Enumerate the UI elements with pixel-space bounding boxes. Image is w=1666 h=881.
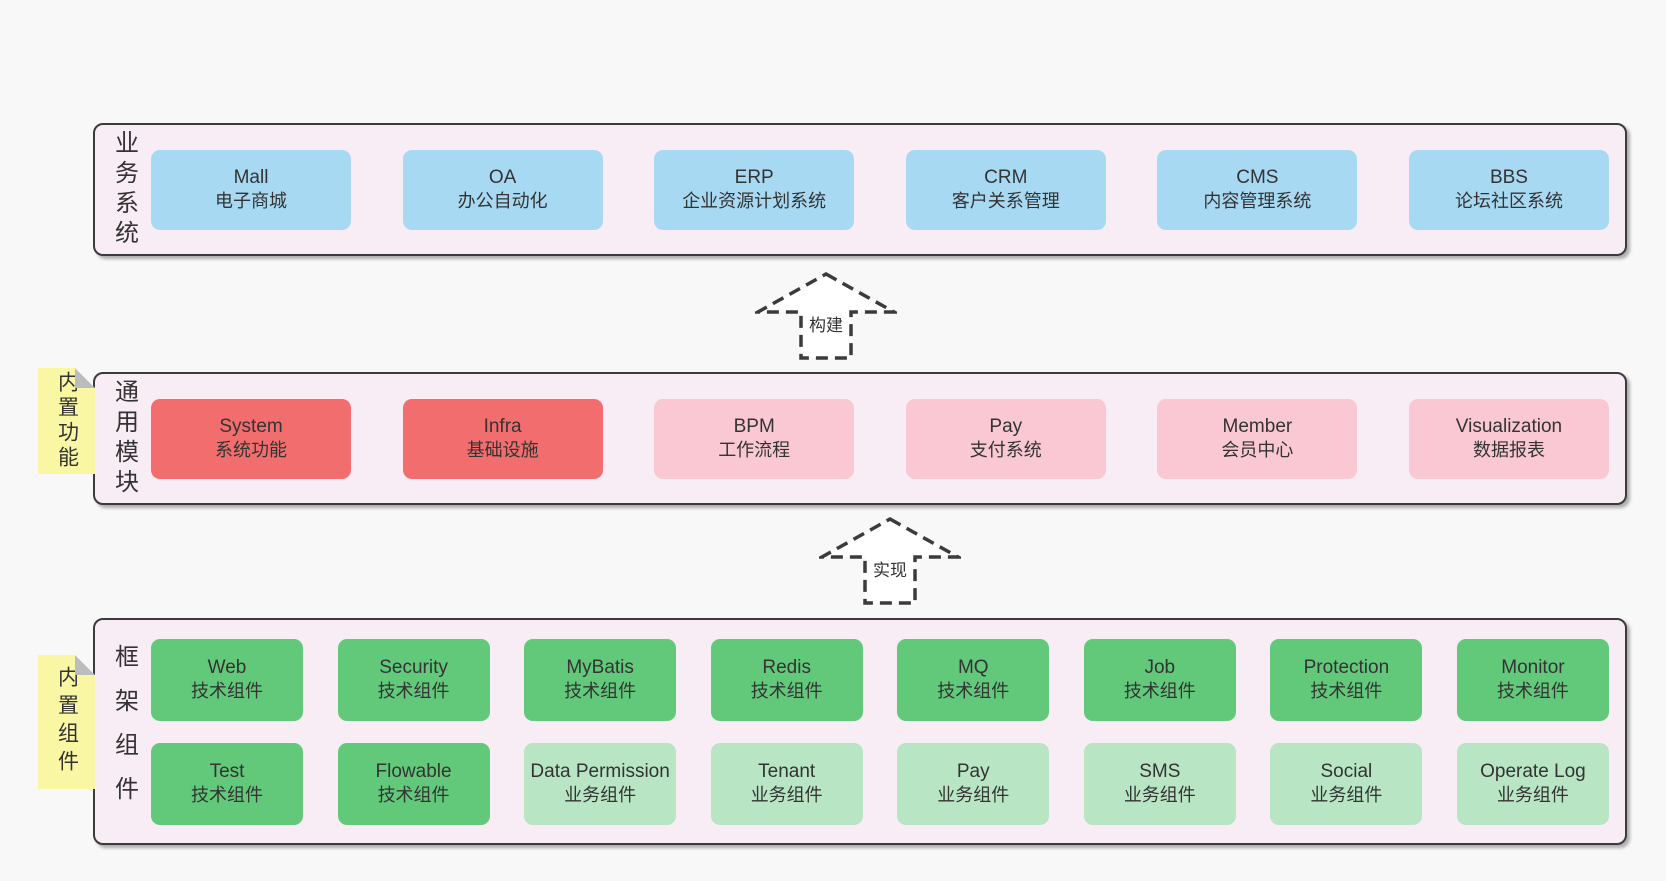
folded-corner-icon [75,655,95,675]
box-oa: OA 办公自动化 [402,149,603,230]
box-mybatis: MyBatis 技术组件 [524,638,677,721]
arrow-build: 构建 [755,271,897,361]
box-system: System 系统功能 [151,398,351,479]
box-erp: ERP 企业资源计划系统 [654,149,855,230]
box-operate-log: Operate Log 业务组件 [1456,742,1609,825]
box-pay-component: Pay 业务组件 [897,742,1050,825]
folded-corner-icon [75,368,95,388]
arrow-build-label: 构建 [806,310,846,337]
box-bpm: BPM 工作流程 [654,398,855,479]
band-business-systems-label: 业务系统 [110,129,138,250]
note-built-in-components: 内置组件 [38,655,95,789]
note-built-in-features: 内置功能 [38,368,95,474]
band-common-modules-content: System 系统功能 Infra 基础设施 BPM 工作流程 Pay 支付系统… [147,374,1625,503]
box-job: Job 技术组件 [1083,638,1236,721]
box-protection: Protection 技术组件 [1270,638,1423,721]
box-data-permission: Data Permission 业务组件 [524,742,677,825]
box-mall: Mall 电子商城 [151,149,351,230]
band-business-systems-content: Mall 电子商城 OA 办公自动化 ERP 企业资源计划系统 CRM 客户关系… [147,125,1625,254]
box-security: Security 技术组件 [337,638,490,721]
box-bbs: BBS 论坛社区系统 [1408,149,1609,230]
framework-row-1: Web 技术组件 Security 技术组件 MyBatis 技术组件 Redi… [151,638,1609,721]
box-pay: Pay 支付系统 [905,398,1106,479]
box-social: Social 业务组件 [1270,742,1423,825]
arrow-implement: 实现 [819,516,961,606]
box-crm: CRM 客户关系管理 [905,149,1106,230]
box-cms: CMS 内容管理系统 [1157,149,1358,230]
box-monitor: Monitor 技术组件 [1456,638,1609,721]
box-test: Test 技术组件 [151,742,303,825]
band-business-systems: 业务系统 Mall 电子商城 OA 办公自动化 ERP 企业资源计划系统 CRM… [93,123,1627,256]
box-redis: Redis 技术组件 [710,638,863,721]
box-visualization: Visualization 数据报表 [1408,398,1609,479]
box-tenant: Tenant 业务组件 [710,742,863,825]
box-sms: SMS 业务组件 [1083,742,1236,825]
box-infra: Infra 基础设施 [402,398,603,479]
framework-row-2: Test 技术组件 Flowable 技术组件 Data Permission … [151,742,1609,825]
box-flowable: Flowable 技术组件 [337,742,490,825]
band-framework-components-label: 框架组件 [110,643,138,820]
band-framework-components: 框架组件 Web 技术组件 Security 技术组件 MyBatis 技术组件… [93,618,1627,845]
box-mq: MQ 技术组件 [897,638,1050,721]
band-framework-components-content: Web 技术组件 Security 技术组件 MyBatis 技术组件 Redi… [147,620,1625,843]
box-web: Web 技术组件 [151,638,303,721]
arrow-implement-label: 实现 [870,555,910,582]
band-common-modules-label: 通用模块 [110,378,138,499]
band-common-modules: 通用模块 System 系统功能 Infra 基础设施 BPM 工作流程 Pay… [93,372,1627,505]
box-member: Member 会员中心 [1157,398,1358,479]
